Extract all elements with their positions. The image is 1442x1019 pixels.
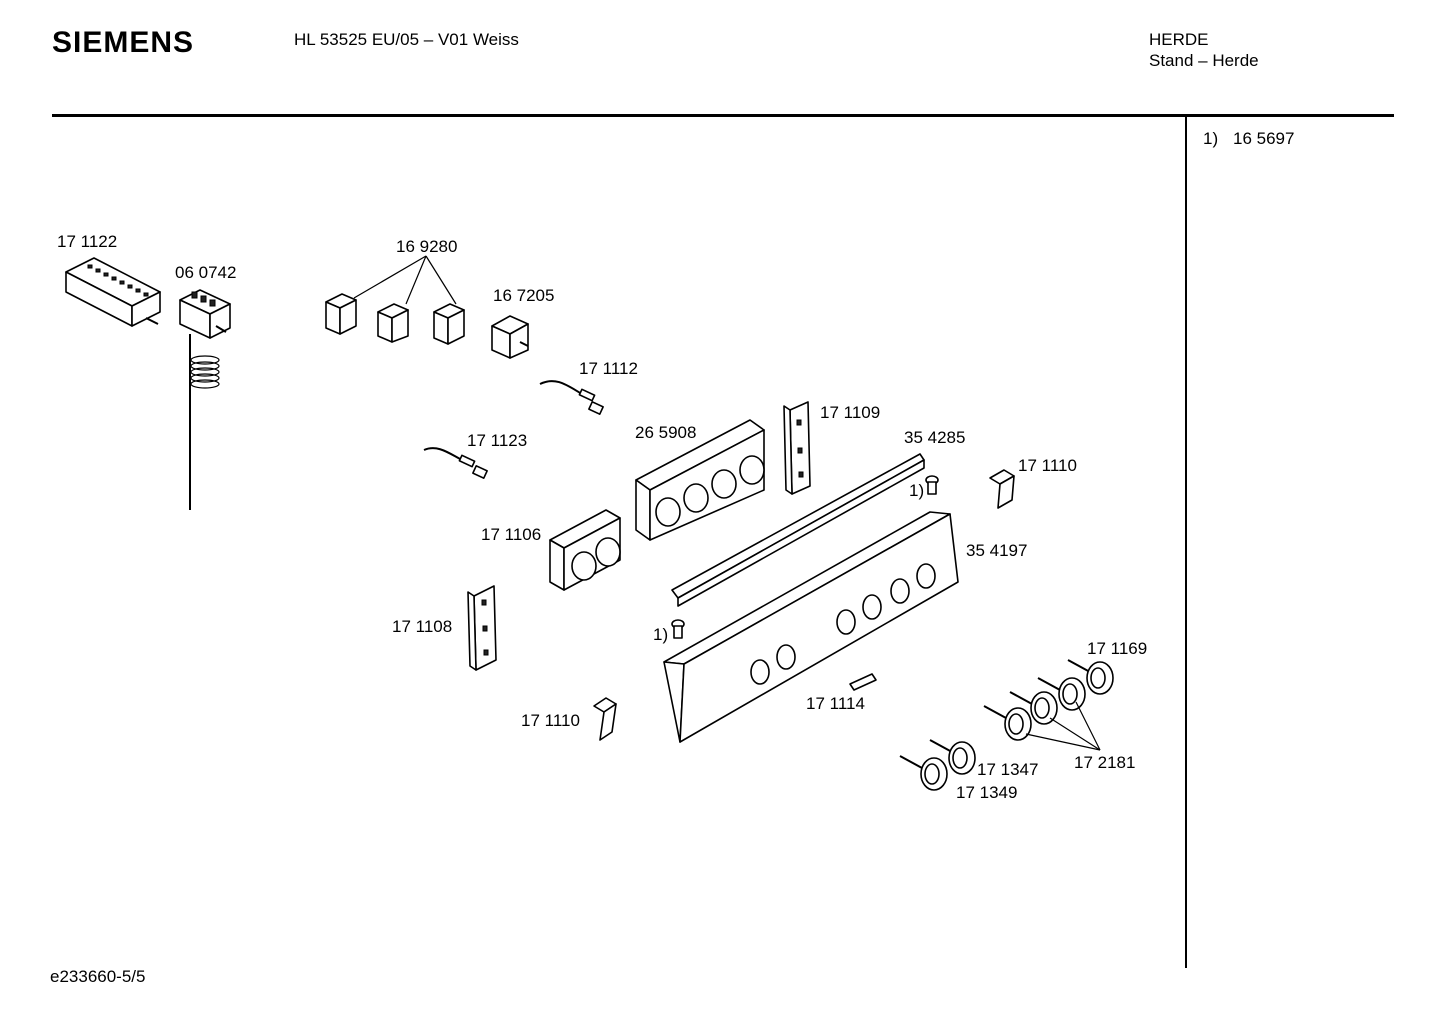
part-regulator[interactable] xyxy=(491,315,529,359)
callout-marker: 1) xyxy=(909,481,924,500)
callout-marker: 1) xyxy=(653,625,668,644)
part-label: 17 1169 xyxy=(1087,639,1147,658)
leader-line xyxy=(1025,733,1101,751)
part-label: 17 1106 xyxy=(481,525,541,544)
part-label: 17 1110 xyxy=(521,711,580,730)
part-signal-lamp[interactable] xyxy=(423,447,488,479)
brand-logo: SIEMENS xyxy=(52,26,195,59)
part-label: 17 2181 xyxy=(1074,753,1135,772)
part-lamp-cover[interactable] xyxy=(849,673,877,691)
part-switch-holder[interactable] xyxy=(635,419,765,541)
part-label: 06 0742 xyxy=(175,263,236,282)
footnote: 1) 16 5697 xyxy=(1203,129,1294,149)
footnote-part-number: 16 5697 xyxy=(1233,129,1295,148)
part-label: 17 1347 xyxy=(977,760,1038,779)
model-title: HL 53525 EU/05 – V01 Weiss xyxy=(294,30,519,49)
leader-line xyxy=(1049,717,1101,751)
part-control-panel[interactable] xyxy=(663,511,959,743)
part-signal-lamp[interactable] xyxy=(539,380,604,415)
part-label: 17 1123 xyxy=(467,431,527,450)
leader-line xyxy=(1075,701,1101,751)
part-label: 17 1112 xyxy=(579,359,638,378)
part-label: 17 1122 xyxy=(57,232,117,251)
header-divider xyxy=(52,114,1394,117)
part-bracket[interactable] xyxy=(783,401,811,495)
part-label: 26 5908 xyxy=(635,423,696,442)
part-label: 17 1108 xyxy=(392,617,452,636)
part-rail[interactable] xyxy=(671,453,925,607)
part-terminal-block[interactable] xyxy=(65,257,161,327)
part-bracket[interactable] xyxy=(467,585,497,671)
part-control-knob[interactable] xyxy=(899,755,948,791)
part-clip[interactable] xyxy=(593,697,617,741)
part-label: 16 9280 xyxy=(396,237,457,256)
part-label: 17 1114 xyxy=(806,694,865,713)
part-label: 17 1109 xyxy=(820,403,880,422)
category-label: HERDE xyxy=(1149,30,1209,49)
part-screw[interactable] xyxy=(925,475,939,495)
sidebar-divider xyxy=(1185,116,1187,968)
part-control-knob[interactable] xyxy=(1037,677,1086,711)
part-label: 35 4197 xyxy=(966,541,1027,560)
document-id: e233660-5/5 xyxy=(50,967,146,986)
part-clip[interactable] xyxy=(989,469,1015,509)
part-thermostat[interactable] xyxy=(179,289,231,510)
subcategory-label: Stand – Herde xyxy=(1149,51,1259,70)
part-label: 17 1349 xyxy=(956,783,1017,802)
part-control-knob[interactable] xyxy=(1067,659,1114,695)
part-screw[interactable] xyxy=(671,619,685,639)
footnote-marker: 1) xyxy=(1203,129,1219,148)
part-control-knob[interactable] xyxy=(929,739,976,775)
part-control-knob[interactable] xyxy=(983,705,1032,741)
part-switch-holder-small[interactable] xyxy=(549,509,621,591)
part-energy-regulator[interactable] xyxy=(325,255,465,345)
part-control-knob[interactable] xyxy=(1009,691,1058,725)
part-label: 16 7205 xyxy=(493,286,554,305)
part-label: 17 1110 xyxy=(1018,456,1077,475)
part-label: 35 4285 xyxy=(904,428,965,447)
